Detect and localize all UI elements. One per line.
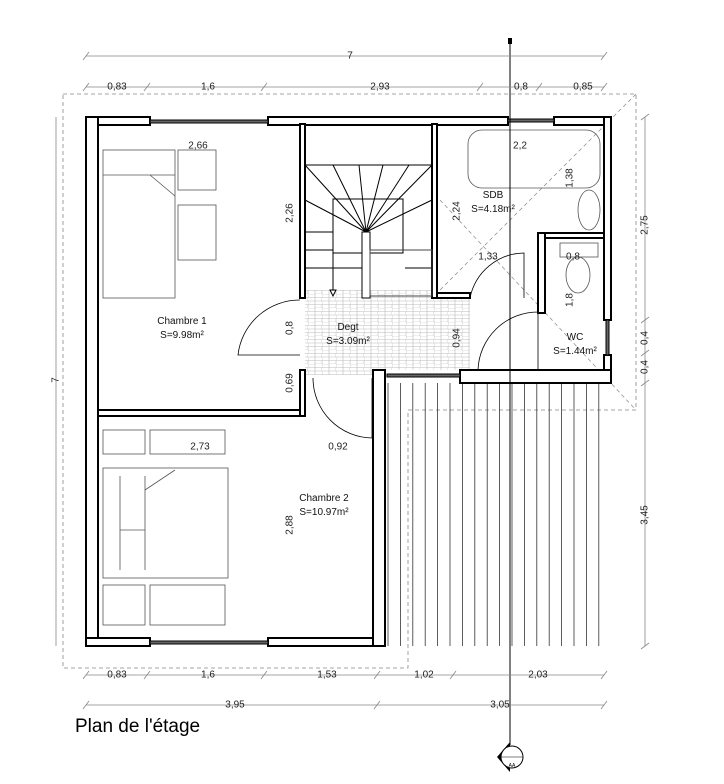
room-area: S=10.97m² (299, 507, 349, 518)
interior-dimension-label: 1,33 (478, 252, 498, 263)
dimension-label: 7 (51, 377, 62, 383)
interior-dimension-label: 2,2 (513, 141, 527, 152)
dimension-label: 3,95 (225, 700, 245, 711)
room-area: S=3.09m² (326, 336, 370, 347)
dimension-label: 0,8 (514, 82, 528, 93)
dimension-lines (55, 51, 650, 710)
dimension-label: 2,03 (528, 670, 548, 681)
room-name: Chambre 2 (299, 493, 349, 504)
dimension-label: 0,83 (107, 82, 127, 93)
section-marker: AA (497, 742, 524, 772)
room-area: S=4.18m² (471, 204, 515, 215)
room-name: SDB (483, 190, 504, 201)
interior-dimension-label: 2,24 (452, 201, 463, 221)
windows (149, 118, 610, 645)
dimension-label: 2,75 (640, 215, 651, 235)
interior-dimension-label: 0,69 (285, 373, 296, 393)
section-marker-label: AA (509, 763, 516, 769)
room-name: WC (567, 332, 584, 343)
room-area: S=9.98m² (160, 330, 204, 341)
dimension-label: 3,45 (640, 505, 651, 525)
interior-dimension-label: 2,88 (285, 515, 296, 535)
dimension-label: 1,53 (317, 670, 337, 681)
dimension-label: 0,4 (640, 360, 651, 374)
roof-diagonal (409, 93, 637, 321)
plan-title: Plan de l'étage (75, 716, 200, 737)
roof-outline (62, 93, 637, 669)
interior-dimension-label: 2,26 (285, 203, 296, 223)
interior-dimension-label: 1,8 (565, 293, 576, 307)
dimension-label: 2,93 (370, 82, 390, 93)
interior-dimension-label: 0,8 (285, 321, 296, 335)
dimension-label: 0,85 (573, 82, 593, 93)
interior-dimension-label: 0,92 (328, 442, 348, 453)
dimension-label: 0,4 (640, 331, 651, 345)
dimension-label: 1,6 (201, 82, 215, 93)
room-name: Chambre 1 (157, 316, 207, 327)
interior-dimension-label: 0,8 (566, 252, 580, 263)
dimension-label: 0,83 (107, 670, 127, 681)
dimension-label: 1,02 (414, 670, 434, 681)
dimension-label: 1,6 (201, 670, 215, 681)
interior-dimension-label: 0,94 (452, 328, 463, 348)
dimension-label: 3,05 (490, 700, 510, 711)
interior-dimension-label: 2,66 (188, 141, 208, 152)
interior-dimension-label: 1,38 (565, 168, 576, 188)
room-name: Degt (337, 322, 358, 333)
terrace-decking (387, 383, 600, 646)
dimension-label: 7 (347, 51, 353, 62)
interior-dimension-label: 2,73 (190, 442, 210, 453)
door-swings (237, 252, 539, 439)
furniture (102, 129, 601, 626)
staircase (304, 164, 433, 299)
degt-floor-tiles (305, 290, 470, 375)
room-area: S=1.44m² (553, 346, 597, 357)
